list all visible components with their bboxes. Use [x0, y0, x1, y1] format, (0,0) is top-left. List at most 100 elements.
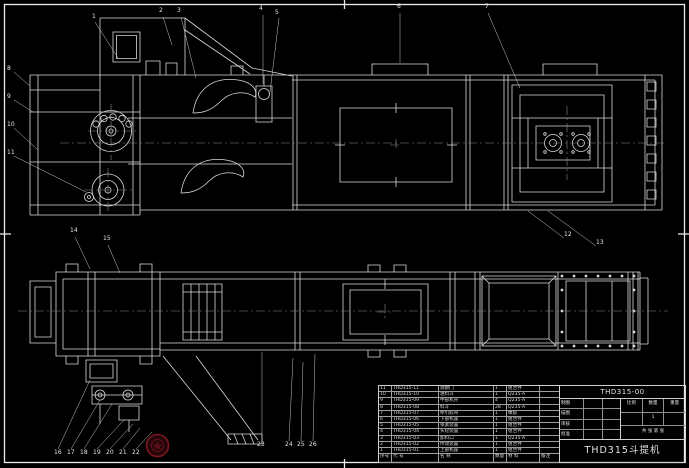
- sig-cell: [584, 409, 603, 419]
- bom-cell: 中部机壳: [439, 398, 494, 404]
- balloon-label: 12: [564, 231, 572, 238]
- balloon-label: 13: [596, 239, 604, 246]
- bom-cell: 1: [494, 447, 507, 454]
- bom-cell: 观察门: [439, 386, 494, 392]
- bom-cell: THD315-02: [392, 441, 439, 447]
- balloon-label: 24: [285, 441, 293, 448]
- label-check: 审核: [560, 419, 584, 429]
- bom-cell: 数量: [494, 454, 507, 463]
- bom-cell: 序号: [379, 454, 392, 463]
- balloon-label: 5: [275, 9, 279, 16]
- value-weight: [664, 413, 685, 426]
- balloon-label: 26: [309, 441, 317, 448]
- bom-cell: 4: [494, 398, 507, 404]
- bom-cell: 卸料口: [439, 435, 494, 441]
- bom-cell: Q235-A: [507, 398, 540, 404]
- balloon-label: 11: [7, 149, 15, 156]
- sheet-count: 共 张 第 张: [641, 429, 665, 435]
- bom-cell: [540, 386, 559, 391]
- bom-cell: 材 料: [507, 454, 540, 463]
- bom-cell: Q235-A: [507, 435, 540, 441]
- title-block-grid: 制图 描图 审核 批准 比例 数量 重量 1 共 张 第 张: [560, 399, 685, 440]
- sig-cell: [584, 399, 603, 409]
- bom-cell: THD315-01: [392, 447, 439, 454]
- value-scale: [621, 412, 643, 426]
- bom-cell: 组合件: [507, 429, 540, 435]
- bom-cell: THD315-11: [392, 386, 439, 392]
- bom-cell: 28: [494, 404, 507, 410]
- balloon-label: 6: [397, 3, 401, 10]
- bom-cell: 料斗: [439, 404, 494, 410]
- sig-cell: [584, 429, 603, 439]
- bom-cell: 传动装置: [439, 441, 494, 447]
- bom-cell: 进料斗: [439, 392, 494, 398]
- bom-cell: Q235-A: [507, 404, 540, 410]
- bom-cell: 11: [379, 386, 392, 392]
- label-draft: 制图: [560, 399, 584, 409]
- balloon-label: 15: [103, 235, 111, 242]
- bom-cell: 5: [379, 423, 392, 429]
- sig-cell: [603, 420, 621, 429]
- bom-header-row: 序号代 号名 称数量材 料备注: [379, 454, 559, 464]
- label-approve: 批准: [560, 429, 584, 439]
- top-view-linework: [29, 17, 663, 216]
- bom-cell: [540, 436, 559, 441]
- balloon-label: 14: [70, 227, 78, 234]
- label-qty: 数量: [643, 399, 665, 412]
- bom-cell: 7: [379, 410, 392, 416]
- bom-cell: 组合件: [507, 441, 540, 447]
- red-seal-icon: [145, 433, 170, 458]
- balloon-label: 23: [257, 441, 265, 448]
- bom-cell: 组合件: [507, 416, 540, 423]
- bom-cell: 头轮装置: [439, 429, 494, 435]
- balloon-label: 2: [159, 7, 163, 14]
- label-trace: 描图: [560, 409, 584, 419]
- signature-grid: 制图 描图 审核 批准: [560, 399, 621, 439]
- title-block: THD315-00 制图 描图 审核 批准 比例 数量 重量 1 共 张: [559, 385, 686, 463]
- bom-cell: 4: [379, 429, 392, 435]
- bom-cell: THD315-06: [392, 416, 439, 423]
- drawing-title: THD315斗提机: [584, 445, 661, 456]
- bom-cell: [540, 448, 559, 453]
- bottom-view-linework: [29, 263, 649, 445]
- balloon-label: 3: [177, 7, 181, 14]
- bom-cell: 组合件: [507, 386, 540, 392]
- bom-cell: 组合件: [507, 447, 540, 454]
- balloon-label: 19: [93, 449, 101, 456]
- sig-cell: [603, 409, 621, 418]
- bom-cell: 1: [494, 392, 507, 398]
- sig-cell: [603, 430, 621, 439]
- balloon-label: 21: [119, 449, 127, 456]
- label-weight: 重量: [670, 401, 680, 406]
- bom-cell: [540, 417, 559, 422]
- bom-cell: 张紧装置: [439, 423, 494, 429]
- bom-cell: [540, 423, 559, 428]
- leader-lines: [13, 12, 597, 450]
- bom-cell: 1: [494, 435, 507, 441]
- balloon-label: 9: [7, 93, 11, 100]
- bom-cell: 2: [379, 441, 392, 447]
- label-scale: 比例: [621, 399, 643, 412]
- bom-cell: [540, 411, 559, 416]
- bom-cell: [540, 405, 559, 410]
- bom-cell: 橡胶: [507, 410, 540, 416]
- balloon-label: 22: [132, 449, 140, 456]
- bom-cell: 8: [379, 404, 392, 410]
- bom-cell: 3: [379, 435, 392, 441]
- bom-cell: 牵引胶带: [439, 410, 494, 416]
- balloon-label: 8: [7, 65, 11, 72]
- bom-cell: 1: [379, 447, 392, 454]
- balloon-label: 17: [67, 449, 75, 456]
- bom-cell: 10: [379, 392, 392, 398]
